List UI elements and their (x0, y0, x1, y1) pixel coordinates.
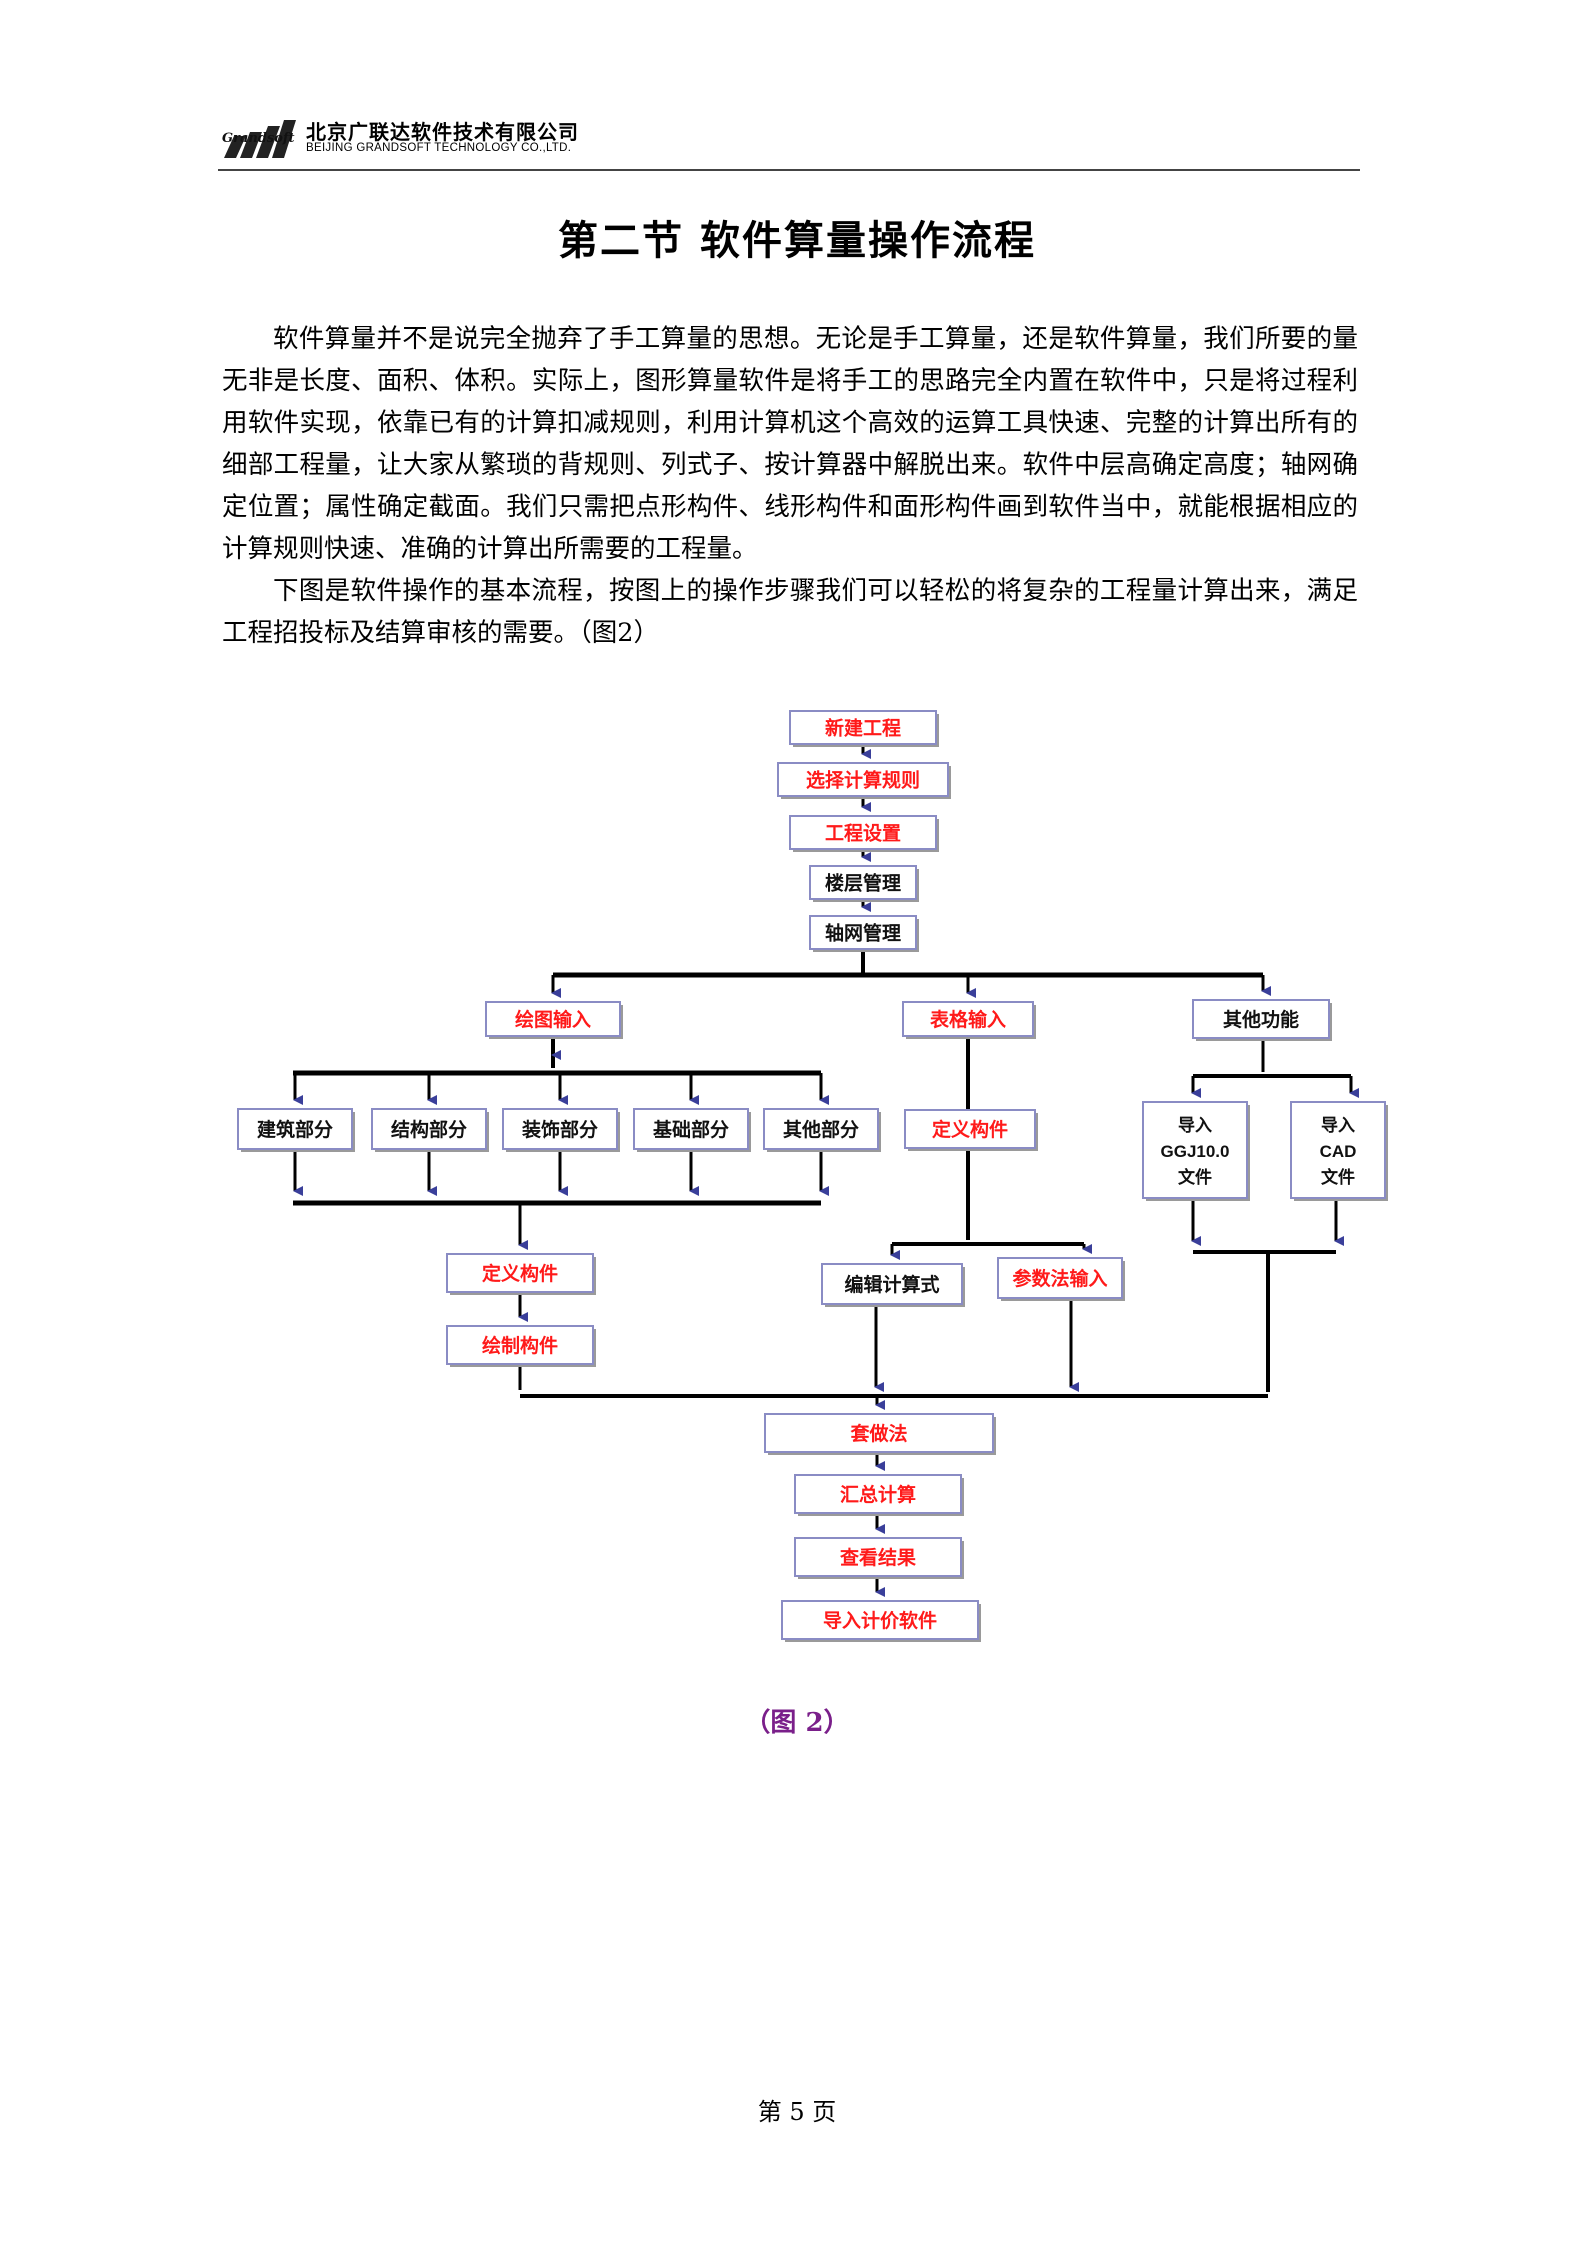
node-select-rules: 选择计算规则 (777, 762, 951, 799)
logo-text: Grandsoft (222, 131, 295, 146)
section-title: 第二节 软件算量操作流程 (558, 218, 1036, 264)
header-divider (218, 169, 1360, 171)
node-decoration: 装饰部分 (502, 1108, 620, 1152)
node-label: 套做法 (849, 1422, 907, 1445)
node-architecture: 建筑部分 (237, 1108, 355, 1152)
node-project-settings: 工程设置 (789, 815, 939, 852)
company-name-en: BEIJING GRANDSOFT TECHNOLOGY CO.,LTD. (306, 142, 572, 154)
node-import-ggj: 导入 GGJ10.0 文件 (1142, 1101, 1250, 1201)
grandsoft-logo: Grandsoft (222, 120, 296, 158)
node-apply-method: 套做法 (764, 1413, 996, 1455)
body-text: 软件算量并不是说完全抛弃了手工算量的思想。无论是手工算量，还是软件算量，我们所要… (222, 318, 1358, 654)
node-label: 装饰部分 (521, 1118, 598, 1141)
node-param-input: 参数法输入 (997, 1257, 1125, 1301)
node-label: 导入 (1321, 1116, 1355, 1136)
figure-caption: （图 2） (744, 1708, 850, 1738)
node-label: 定义构件 (932, 1118, 1008, 1141)
node-label: 基础部分 (652, 1118, 729, 1141)
node-drawing-input: 绘图输入 (485, 1001, 623, 1039)
paragraph-2: 下图是软件操作的基本流程，按图上的操作步骤我们可以轻松的将复杂的工程量计算出来，… (222, 576, 1358, 648)
node-new-project: 新建工程 (789, 710, 939, 747)
node-label: 编辑计算式 (844, 1273, 939, 1296)
node-label: 工程设置 (825, 823, 901, 845)
node-axis-mgmt: 轴网管理 (809, 915, 919, 952)
node-label: 定义构件 (482, 1262, 558, 1285)
node-label: 导入 (1178, 1116, 1212, 1136)
node-summary-calc: 汇总计算 (794, 1474, 964, 1516)
node-table-input: 表格输入 (902, 1001, 1036, 1039)
node-label: CAD (1320, 1142, 1357, 1161)
node-label: 选择计算规则 (806, 769, 920, 792)
node-label: 导入计价软件 (823, 1609, 937, 1632)
node-define-component-table: 定义构件 (904, 1109, 1038, 1151)
node-foundation: 基础部分 (633, 1108, 751, 1152)
node-label: 建筑部分 (257, 1118, 333, 1141)
node-label: GGJ10.0 (1161, 1142, 1230, 1161)
node-label: 楼层管理 (825, 872, 901, 895)
company-name-cn: 北京广联达软件技术有限公司 (306, 120, 579, 144)
node-label: 查看结果 (839, 1546, 916, 1569)
node-label: 文件 (1321, 1167, 1355, 1188)
node-label: 绘图输入 (515, 1008, 591, 1031)
node-label: 文件 (1178, 1167, 1212, 1188)
flow-connectors (293, 744, 1359, 1597)
page-number: 第 5 页 (757, 2098, 837, 2126)
node-view-results: 查看结果 (794, 1537, 964, 1579)
paragraph-1: 软件算量并不是说完全抛弃了手工算量的思想。无论是手工算量，还是软件算量，我们所要… (222, 324, 1358, 564)
node-label: 其他功能 (1223, 1008, 1299, 1031)
node-label: 表格输入 (930, 1008, 1006, 1031)
node-label: 汇总计算 (840, 1483, 916, 1506)
node-import-pricing: 导入计价软件 (781, 1600, 981, 1642)
node-label: 轴网管理 (825, 922, 901, 945)
node-others: 其他部分 (763, 1108, 881, 1152)
node-import-cad: 导入 CAD 文件 (1290, 1101, 1388, 1201)
node-define-component-draw: 定义构件 (446, 1253, 596, 1295)
node-structure: 结构部分 (371, 1108, 489, 1152)
page-header: Grandsoft 北京广联达软件技术有限公司 BEIJING GRANDSOF… (220, 112, 1360, 168)
node-label: 其他部分 (783, 1118, 859, 1141)
node-label: 结构部分 (391, 1118, 467, 1141)
node-draw-component: 绘制构件 (446, 1325, 596, 1367)
node-edit-formula: 编辑计算式 (821, 1263, 965, 1307)
node-floor-mgmt: 楼层管理 (809, 865, 919, 902)
node-label: 新建工程 (825, 717, 901, 740)
node-other-functions: 其他功能 (1192, 999, 1332, 1041)
node-label: 参数法输入 (1012, 1267, 1107, 1290)
node-label: 绘制构件 (482, 1334, 558, 1357)
